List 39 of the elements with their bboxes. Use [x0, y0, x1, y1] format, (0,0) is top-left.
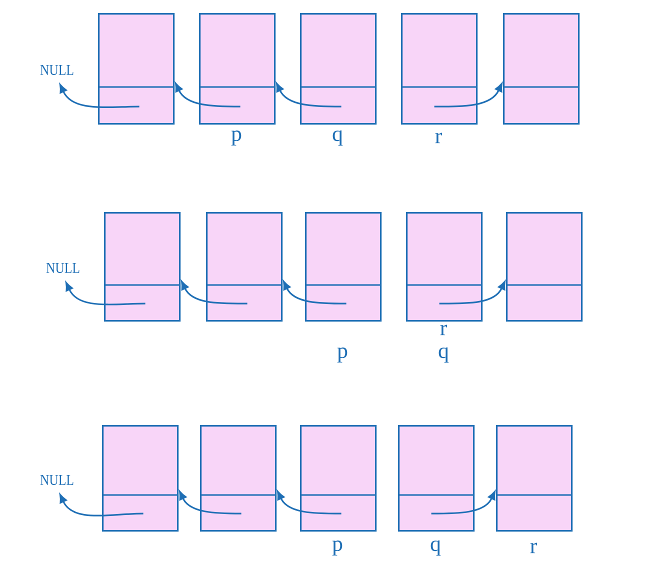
arrow — [277, 490, 342, 514]
list-node-box — [503, 13, 580, 125]
list-node-box — [300, 425, 377, 532]
pointer-label: r — [435, 132, 442, 144]
pointer-label: p — [332, 540, 342, 556]
list-node-box — [406, 212, 483, 322]
list-node-box — [206, 212, 283, 322]
list-node-box — [506, 212, 583, 322]
arrow — [66, 282, 146, 306]
pointer-label: p — [337, 347, 348, 363]
list-node-box — [102, 425, 179, 532]
pointer-label: q — [438, 347, 449, 363]
arrow — [434, 82, 503, 108]
pointer-label: r — [440, 324, 447, 336]
list-node-box — [401, 13, 478, 125]
arrow — [179, 490, 242, 514]
arrow — [60, 84, 140, 108]
arrow — [276, 82, 342, 108]
list-node-box — [98, 13, 175, 125]
arrow — [175, 82, 240, 108]
list-node-box — [200, 425, 277, 532]
list-node-box — [305, 212, 382, 322]
null-label: NULL — [40, 65, 74, 75]
list-node-box — [496, 425, 573, 532]
arrow — [439, 280, 506, 304]
list-node-box — [398, 425, 475, 532]
list-node-box — [104, 212, 181, 322]
arrow — [283, 280, 346, 304]
null-label: NULL — [40, 475, 74, 485]
list-node-box — [199, 13, 276, 125]
null-label: NULL — [46, 263, 80, 273]
pointer-label: r — [530, 542, 537, 554]
arrow — [181, 280, 248, 304]
list-node-box — [300, 13, 377, 125]
arrow — [431, 490, 496, 514]
arrow — [60, 494, 144, 516]
pointer-label: p — [231, 130, 242, 146]
pointer-label: q — [430, 540, 441, 556]
pointer-label: q — [332, 130, 343, 146]
